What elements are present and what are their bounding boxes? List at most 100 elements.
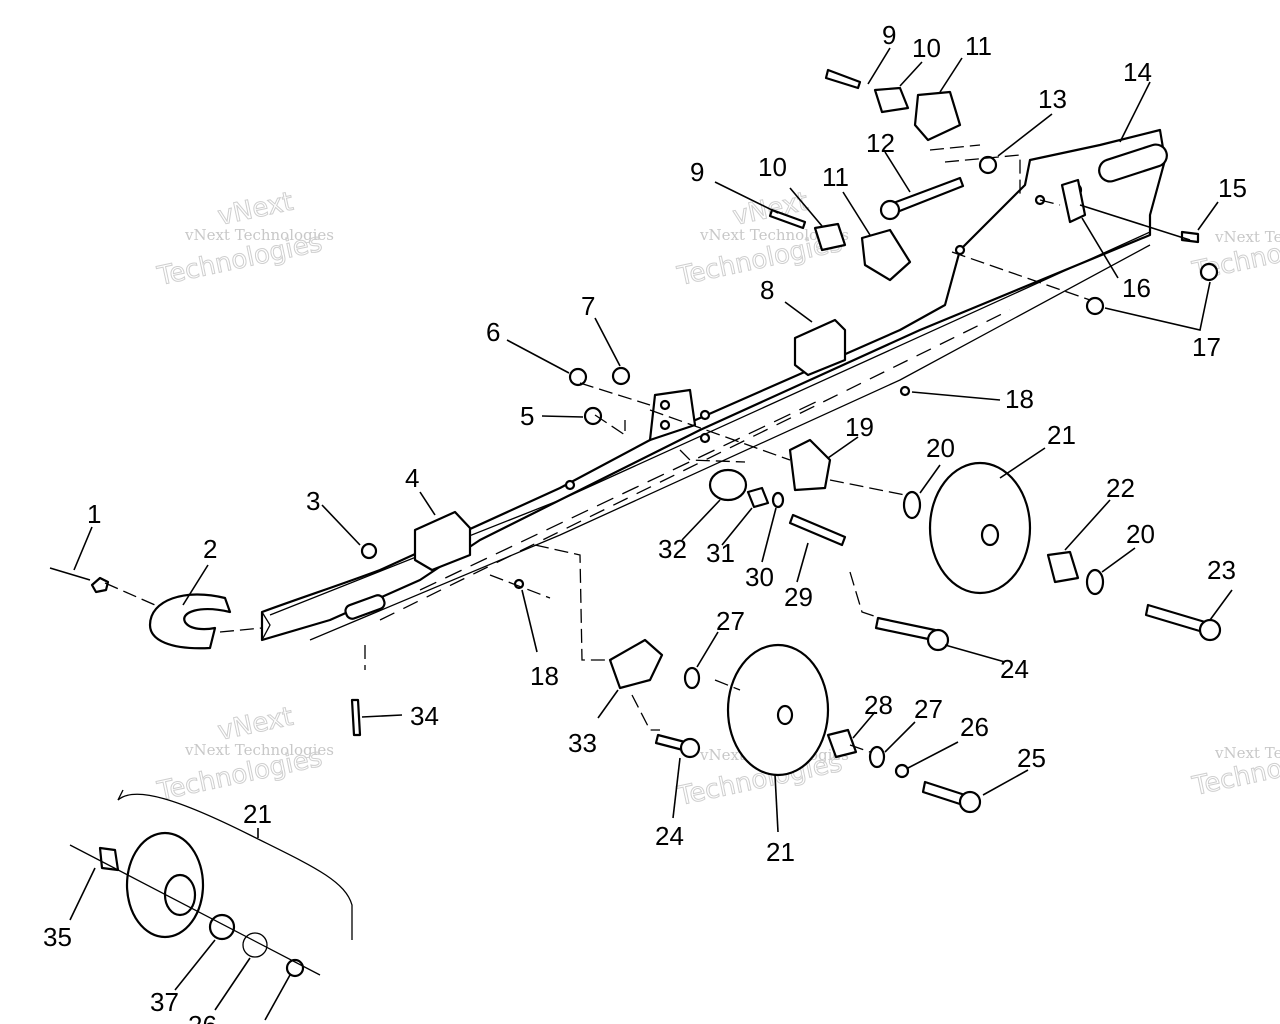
washer-part (683, 666, 701, 690)
bolt-part (1144, 603, 1207, 634)
screw-part (350, 698, 362, 737)
callout-7: 7 (581, 291, 595, 321)
callout-32: 32 (658, 534, 687, 564)
callout-18: 18 (530, 661, 559, 691)
spacer-part (826, 728, 858, 759)
washer-part (1085, 568, 1105, 596)
inset-axis-line (69, 844, 321, 976)
bushing-part (813, 222, 847, 252)
callout-20: 20 (1126, 519, 1155, 549)
bracket-part (608, 638, 664, 690)
nut-part (360, 542, 378, 560)
callout-27: 27 (914, 694, 943, 724)
callout-5: 5 (520, 401, 534, 431)
callout-4: 4 (405, 463, 419, 493)
ring-part (894, 763, 910, 779)
callout-15: 15 (1218, 173, 1247, 203)
rail-break (261, 611, 271, 641)
watermark-text: vNext Te (1214, 744, 1280, 762)
washer-part (771, 491, 785, 509)
bolt-part (824, 68, 862, 90)
callout-20: 20 (926, 433, 955, 463)
watermark-text: vNext Technologies (184, 741, 334, 759)
callout-9: 9 (690, 157, 704, 187)
screw-part (899, 385, 911, 397)
bolt-part (768, 208, 807, 230)
rail-hole (659, 399, 671, 411)
wear-block-part (793, 318, 847, 377)
callout-10: 10 (758, 152, 787, 182)
bolt-head-part (926, 628, 950, 652)
callout-25: 25 (1017, 743, 1046, 773)
spacer-part (1046, 550, 1080, 584)
callout-16: 16 (1122, 273, 1151, 303)
bushing-part (873, 86, 910, 114)
rail-hidden-line (379, 309, 1011, 621)
nut-part (568, 367, 588, 387)
callout-10: 10 (912, 33, 941, 63)
wear-block-part (413, 510, 472, 572)
callout-28: 28 (864, 690, 893, 720)
watermark-text: vNext Te (1214, 228, 1280, 246)
rivet-part (90, 576, 110, 594)
rail-edge-line (309, 244, 1151, 641)
bracket-part (788, 438, 832, 492)
callout-1: 1 (87, 499, 101, 529)
bushing-part (746, 486, 770, 509)
snap-ring-part (242, 932, 268, 958)
bolt-head-part (879, 199, 901, 221)
nut-part (978, 155, 998, 175)
callout-17: 17 (1192, 332, 1221, 362)
callout-24: 24 (1000, 654, 1029, 684)
rail-edge-line (269, 231, 1151, 616)
callout-19: 19 (845, 412, 874, 442)
callout-34: 34 (410, 701, 439, 731)
nut-part (1199, 262, 1219, 282)
callout-9: 9 (882, 20, 896, 50)
bolt-head-part (958, 790, 982, 814)
callout-21: 21 (243, 799, 272, 829)
callout-labels: 1 2 3 4 5 6 7 8 9 9 10 10 11 11 12 13 14… (43, 20, 1247, 1024)
bolt-part (874, 616, 937, 642)
wheel-hub (980, 523, 1000, 547)
clip-part (1060, 178, 1087, 224)
callout-26: 26 (960, 712, 989, 742)
bolt-part (1180, 230, 1200, 244)
bolt-part (788, 513, 847, 547)
rail-hole (699, 409, 711, 421)
washer-part (902, 490, 922, 520)
bolt-part (921, 780, 967, 807)
callout-27: 27 (716, 606, 745, 636)
bushing-part (98, 846, 120, 872)
callout-29: 29 (784, 582, 813, 612)
callout-11: 11 (965, 31, 992, 61)
callout-3: 3 (306, 486, 320, 516)
callout-31: 31 (706, 538, 735, 568)
callout-13: 13 (1038, 84, 1067, 114)
bumper-part (148, 593, 232, 650)
nut-part (1085, 296, 1105, 316)
callout-18: 18 (1005, 384, 1034, 414)
idler-wheel-part (928, 461, 1032, 595)
spacer-part (860, 228, 912, 282)
callout-8: 8 (760, 275, 774, 305)
callout-14: 14 (1123, 57, 1152, 87)
rail-slot (1098, 143, 1168, 183)
callout-37: 37 (150, 987, 179, 1017)
washer-part (868, 745, 886, 769)
nut-part (611, 366, 631, 386)
rail-hole (659, 419, 671, 431)
watermark-text: vNext Technologies (184, 226, 334, 244)
rail-hidden-line (419, 399, 821, 591)
callout-30: 30 (745, 562, 774, 592)
rail-hole (699, 432, 711, 444)
callout-23: 23 (1207, 555, 1236, 585)
rail-hole (954, 244, 966, 256)
callout-2: 2 (203, 534, 217, 564)
bearing-part (208, 913, 236, 941)
callout-22: 22 (1106, 473, 1135, 503)
callout-24: 24 (655, 821, 684, 851)
watermark-text: vNext Technologies (699, 226, 849, 244)
callout-21: 21 (1047, 420, 1076, 450)
